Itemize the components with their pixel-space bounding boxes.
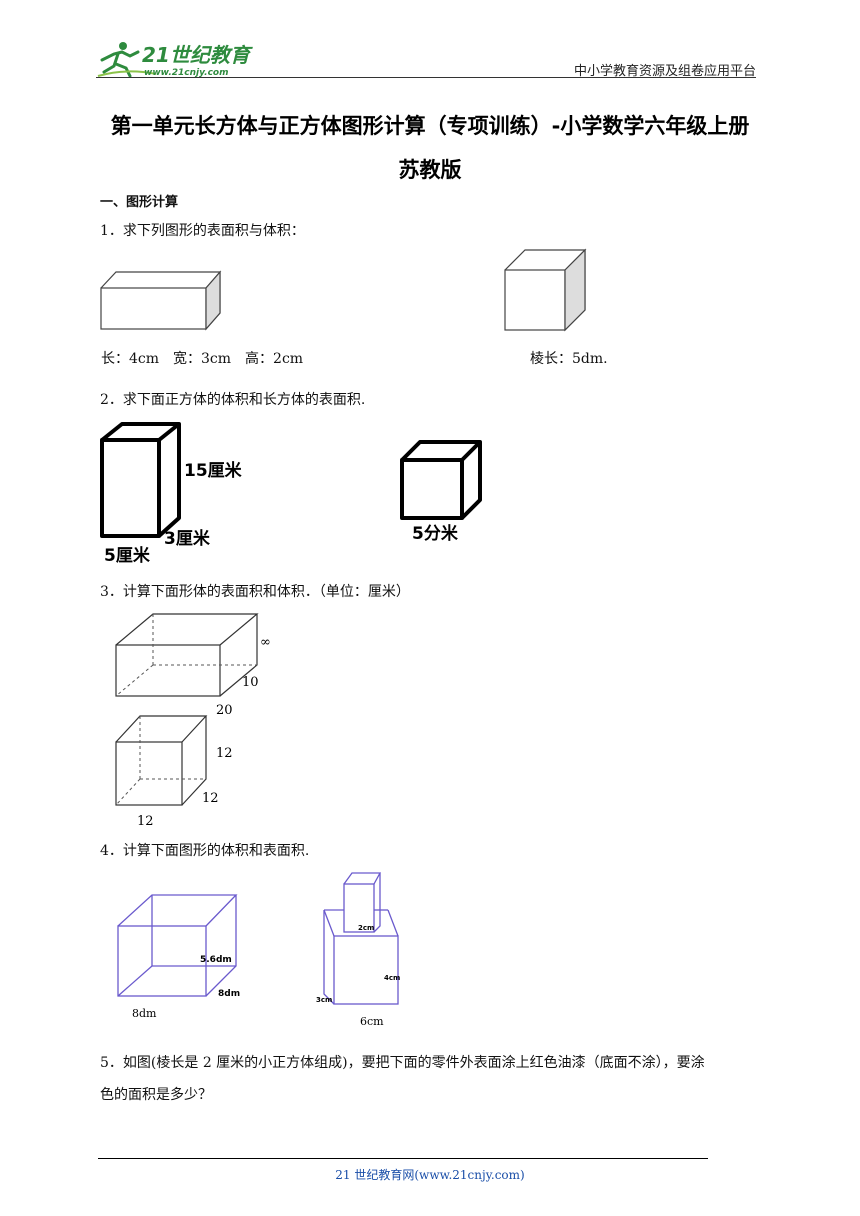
platform-text: 中小学教育资源及组卷应用平台 bbox=[573, 64, 756, 79]
q2-label-height: 15厘米 bbox=[184, 460, 243, 481]
q4-stacked-figure: 2cm 4cm 3cm 6cm bbox=[316, 872, 400, 1028]
q3-cube-label-width: 12 bbox=[202, 791, 219, 806]
question-5-line2: 色的面积是多少？ bbox=[100, 1087, 212, 1103]
site-logo: 21世纪教育 www.21cnjy.com bbox=[97, 42, 253, 78]
q2-label-length: 5厘米 bbox=[104, 545, 151, 566]
question-4: 4．计算下面图形的体积和表面积. bbox=[100, 843, 310, 859]
footer-link[interactable]: 21 世纪教育网(www.21cnjy.com) bbox=[335, 1168, 525, 1182]
header-divider bbox=[96, 77, 756, 78]
q4-cube-label-length: 8dm bbox=[132, 1007, 157, 1020]
q2-label-cube-edge: 5分米 bbox=[412, 523, 459, 544]
page-title-line2: 苏教版 bbox=[398, 158, 462, 182]
q2-label-width: 3厘米 bbox=[164, 528, 211, 549]
q2-cube-figure: 5分米 bbox=[400, 440, 482, 544]
q4-cube-label-height: 5.6dm bbox=[200, 955, 232, 965]
q3-cuboid-figure: ∞ 10 20 bbox=[115, 613, 271, 718]
q3-cube-label-height: 12 bbox=[216, 746, 233, 761]
q3-box-label-length: 20 bbox=[216, 703, 233, 718]
q1-cube-figure bbox=[504, 248, 587, 332]
question-5-line1: 5．如图(棱长是 2 厘米的小正方体组成)，要把下面的零件外表面涂上红色油漆（底… bbox=[100, 1055, 705, 1071]
q3-box-label-height: ∞ bbox=[260, 635, 271, 650]
q1-caption-cube: 棱长：5dm. bbox=[530, 351, 608, 367]
section-heading: 一、图形计算 bbox=[100, 195, 179, 210]
question-2: 2．求下面正方体的体积和长方体的表面积. bbox=[100, 392, 366, 408]
q1-caption-cuboid: 长：4cm 宽：3cm 高：2cm bbox=[101, 351, 304, 367]
q3-cube-label-length: 12 bbox=[137, 814, 154, 829]
footer-divider bbox=[98, 1158, 708, 1159]
q3-cube-figure: 12 12 12 bbox=[115, 715, 233, 829]
page-title-line1: 第一单元长方体与正方体图形计算（专项训练）-小学数学六年级上册 bbox=[110, 114, 750, 138]
question-3: 3．计算下面形体的表面积和体积．（单位：厘米） bbox=[100, 584, 410, 600]
logo-text: 21世纪教育 bbox=[142, 43, 253, 67]
runner-icon bbox=[97, 42, 157, 78]
q1-cuboid-figure bbox=[100, 270, 222, 331]
q4-stack-label-length: 6cm bbox=[360, 1015, 384, 1028]
question-1: 1．求下列图形的表面积与体积： bbox=[100, 223, 305, 239]
logo-url: www.21cnjy.com bbox=[144, 68, 229, 78]
q3-box-label-width: 10 bbox=[242, 675, 259, 690]
q2-cuboid-figure: 15厘米 3厘米 5厘米 bbox=[100, 422, 243, 566]
q4-stack-label-top: 2cm bbox=[358, 924, 374, 932]
q4-cube-figure: 5.6dm 8dm 8dm bbox=[117, 894, 240, 1020]
q4-stack-label-depth: 3cm bbox=[316, 996, 332, 1004]
q4-stack-label-height: 4cm bbox=[384, 974, 400, 982]
q4-cube-label-width: 8dm bbox=[218, 989, 240, 999]
